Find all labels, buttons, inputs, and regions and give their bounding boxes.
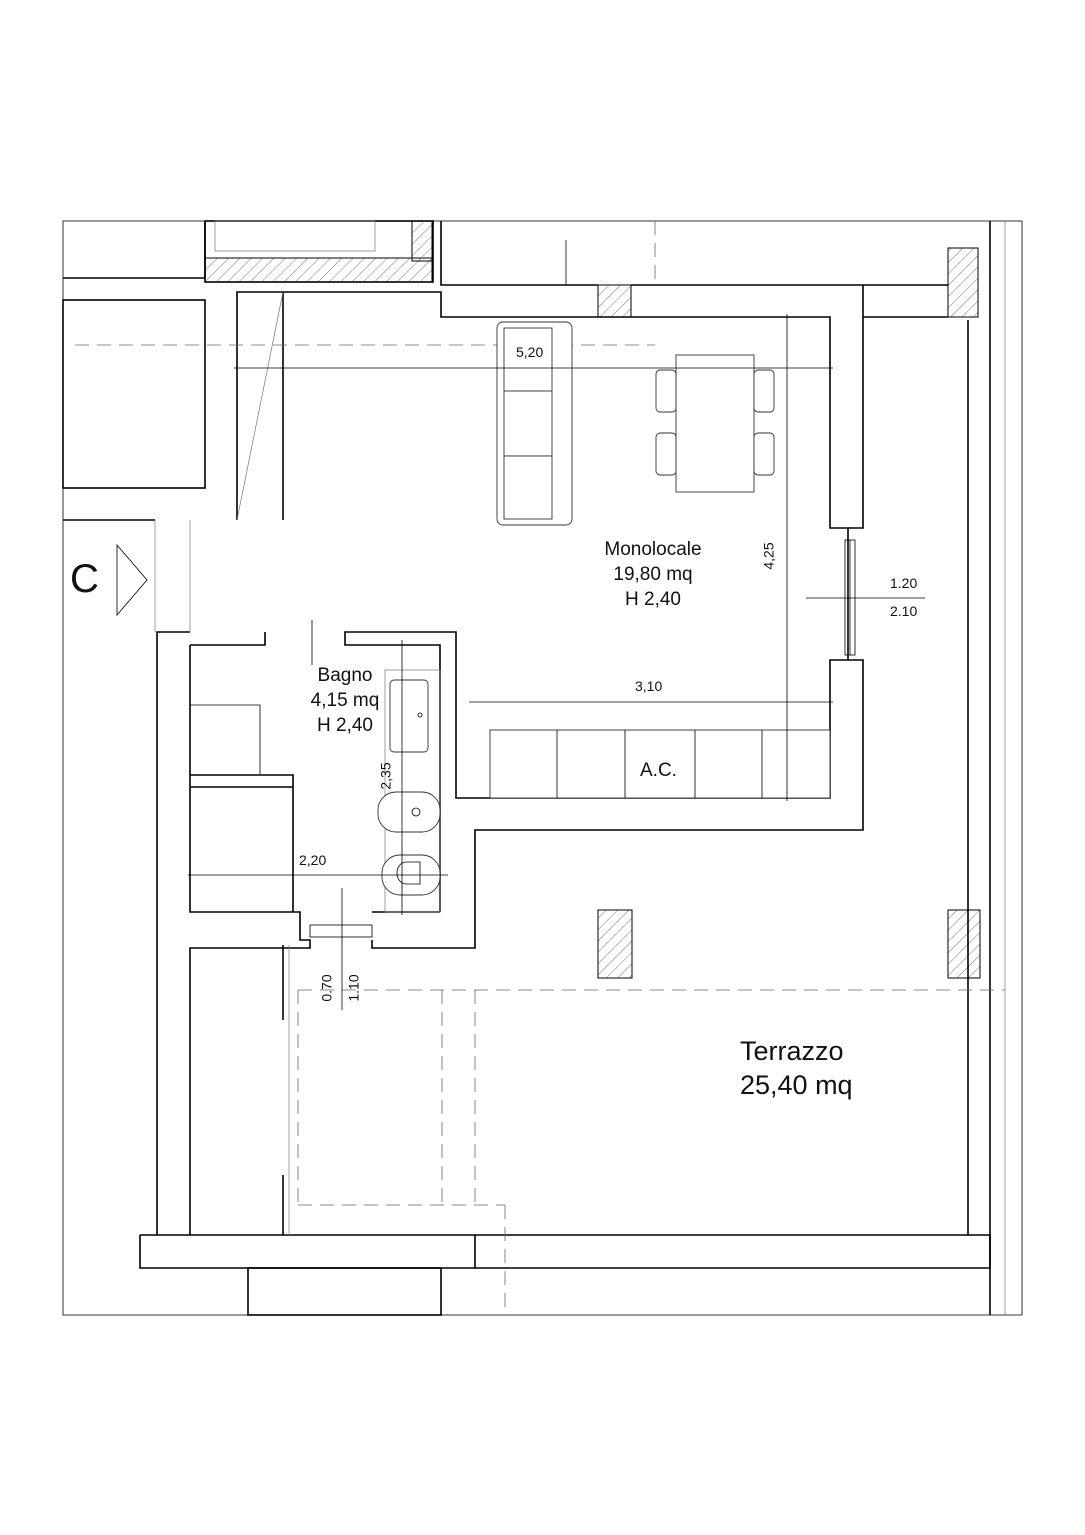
room-height: H 2,40 [317,715,373,736]
dim-door-height: 1.10 [345,974,362,1002]
room-area: 4,15 mq [310,690,380,711]
window-right [844,539,856,656]
dining-table [655,354,775,493]
dim-bath-height: 2,35 [377,762,394,790]
dim-window-width: 1.20 [890,575,918,591]
room-name: Monolocale [604,539,702,560]
section-arrow-icon [116,543,148,617]
room-area: 19,80 mq [613,564,693,585]
dim-door-width: 0.70 [318,974,335,1002]
dashed-lines [75,344,1005,1315]
kitchen-label: A.C. [640,760,677,781]
dim-height-main: 4,25 [760,542,777,570]
room-height: H 2,40 [625,589,681,610]
room-area: 25,40 mq [740,1070,853,1100]
dim-window-height: 2.10 [890,603,918,619]
section-marker-label: C [70,557,99,601]
room-name: Bagno [317,665,373,686]
kitchen-counter [489,729,831,799]
frame [62,220,1023,1316]
room-monolocale: Monolocale 19,80 mq H 2,40 [583,537,723,612]
room-terrazzo: Terrazzo 25,40 mq [740,1034,853,1102]
room-name: Terrazzo [740,1036,844,1066]
dimension-lines [188,314,925,1010]
room-bagno: Bagno 4,15 mq H 2,40 [290,663,400,738]
walls [139,221,1006,1316]
sofa [496,321,573,526]
dim-width-top: 5,20 [516,344,544,360]
dim-bath-width: 2,20 [299,852,327,868]
upper-structures [62,220,948,521]
dim-kitchen-width: 3,10 [635,678,663,694]
